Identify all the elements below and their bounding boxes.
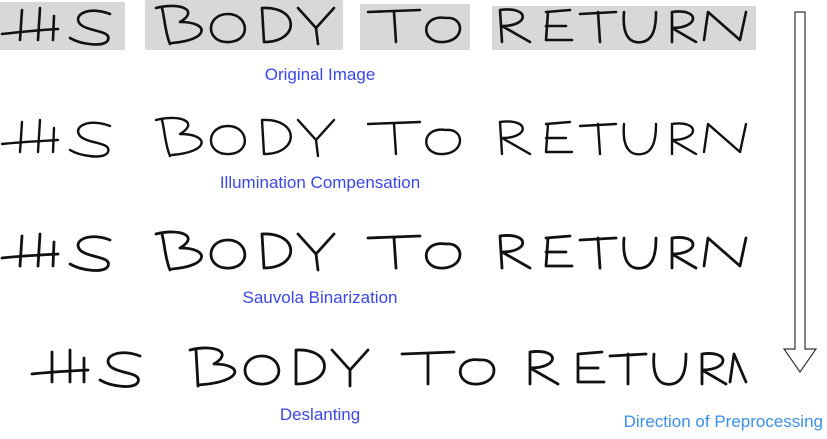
- handwritten-text-original: [0, 4, 748, 46]
- stage-original: Original Image: [0, 0, 760, 90]
- handwriting-illumination: [0, 116, 748, 158]
- stage-sauvola-binarization: Sauvola Binarization: [0, 222, 760, 312]
- direction-label: Direction of Preprocessing: [623, 412, 823, 431]
- stage-deslanting: Deslanting: [0, 338, 760, 438]
- stage-illumination-compensation: Illumination Compensation: [0, 108, 760, 198]
- handwriting-deslanting: [30, 346, 748, 388]
- caption-deslanting: Deslanting: [279, 405, 361, 424]
- handwriting-original: [0, 4, 748, 46]
- handwriting-sauvola: [0, 230, 748, 272]
- handwritten-text-illumination: [0, 116, 748, 158]
- down-arrow-icon: [782, 11, 818, 374]
- caption-original: Original Image: [264, 65, 376, 84]
- caption-illumination-compensation: Illumination Compensation: [219, 173, 421, 192]
- caption-sauvola-binarization: Sauvola Binarization: [242, 288, 398, 307]
- handwritten-text-sauvola: [0, 230, 748, 272]
- handwritten-text-deslanting: [30, 346, 748, 388]
